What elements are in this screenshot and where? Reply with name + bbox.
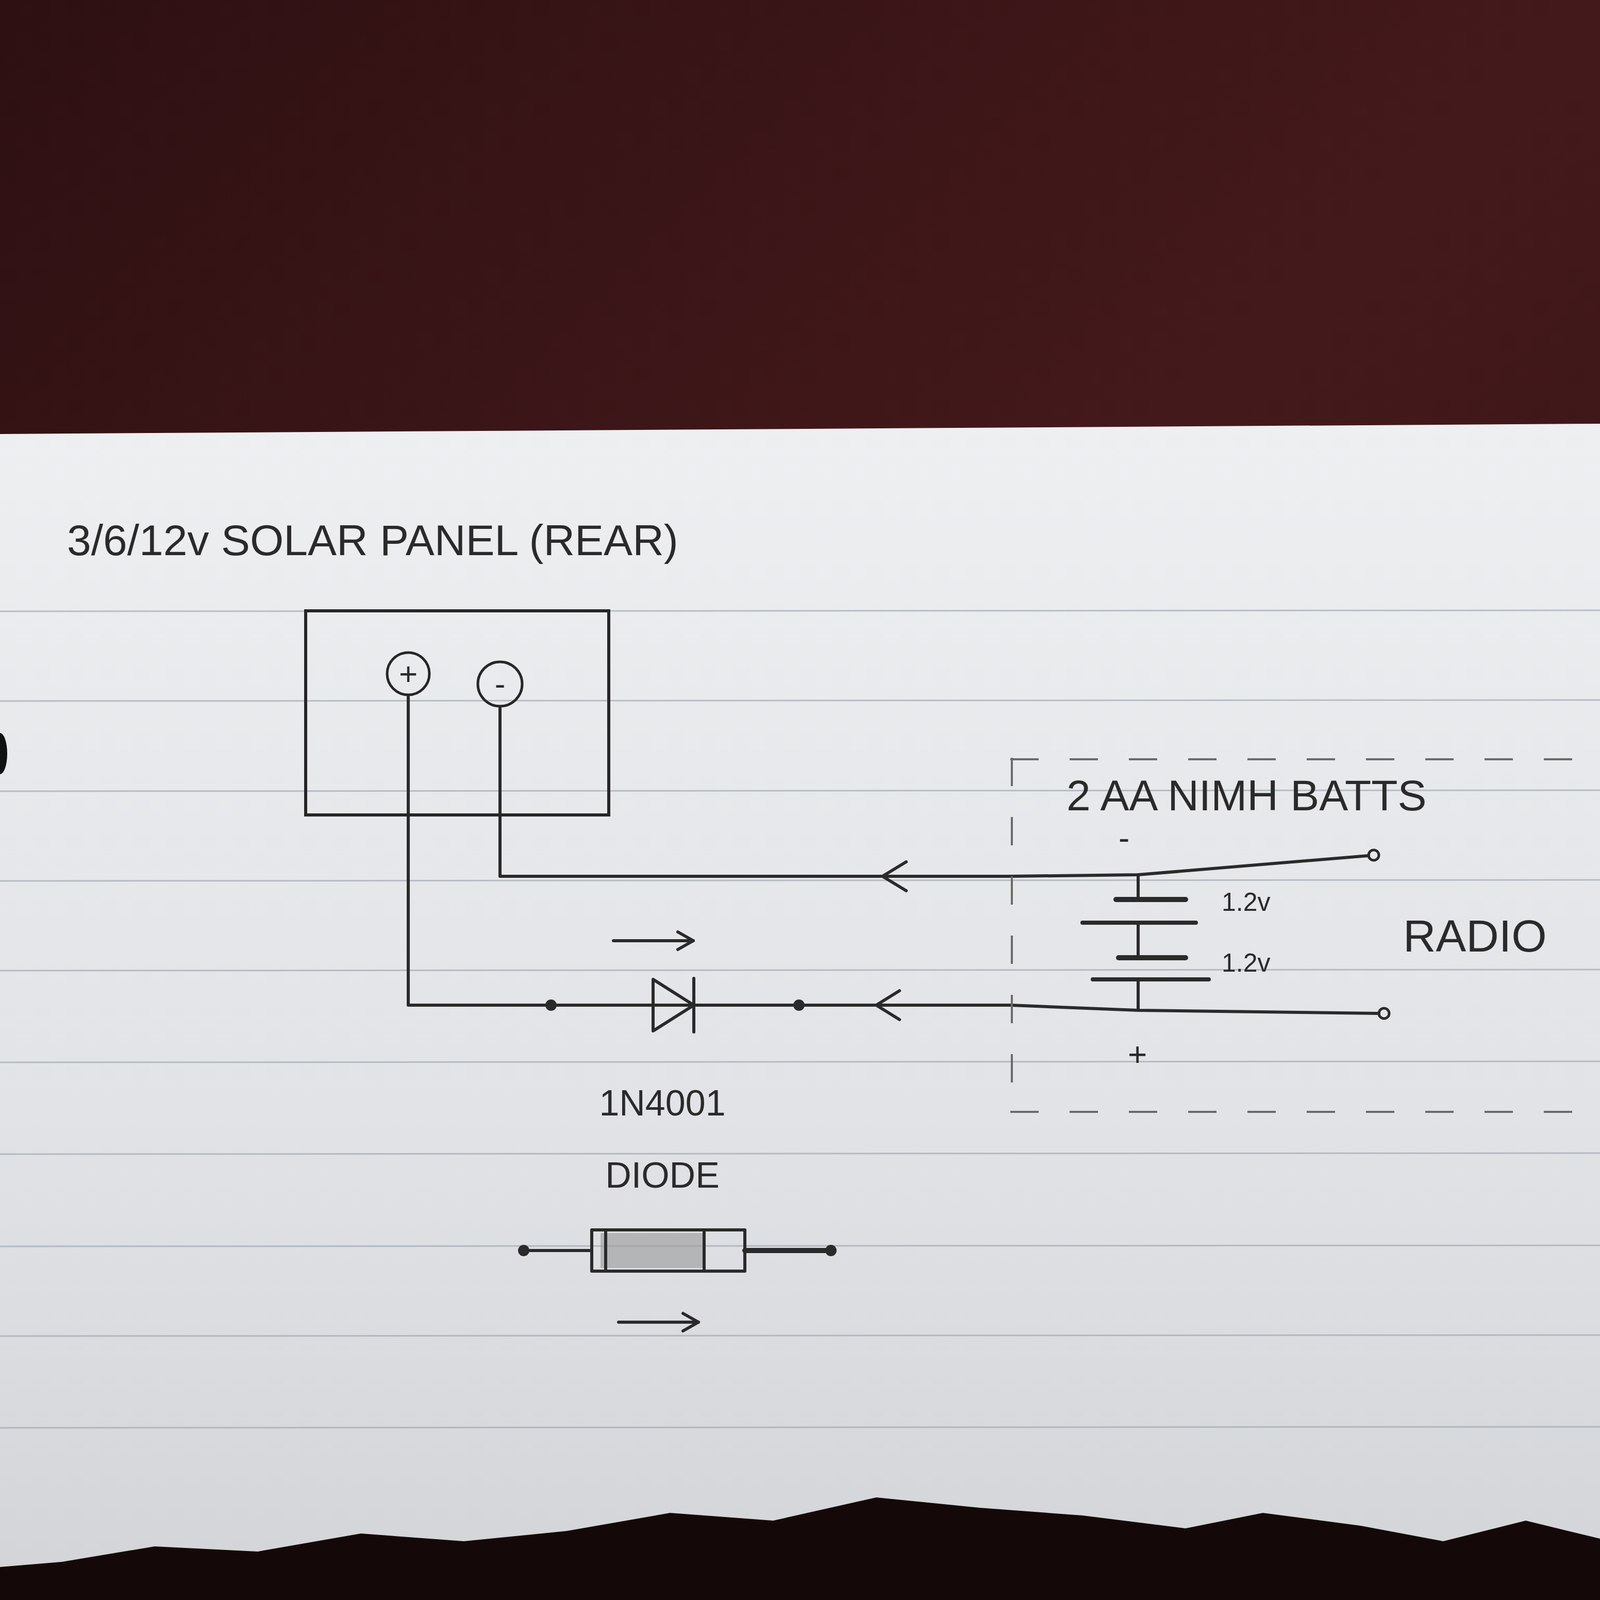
ruled-line: [0, 1245, 1600, 1247]
ruled-line: [0, 700, 1600, 702]
dashed-border: [1010, 757, 1013, 1114]
direction-arrow-head: [682, 1313, 699, 1331]
dashed-border: [1010, 1110, 1593, 1113]
battery-plate: [1115, 896, 1186, 903]
ruled-line: [0, 1153, 1600, 1155]
part-label: 1N4001 DIODE: [577, 1067, 748, 1212]
device-label: RADIO: [1403, 909, 1547, 962]
wire: [1010, 1005, 1379, 1014]
ruled-line: [0, 1335, 1600, 1337]
battery-lead: [1136, 922, 1140, 958]
lead-end-dot: [518, 1244, 530, 1257]
ruled-line: [0, 969, 1600, 971]
polarity-sign: -: [1118, 819, 1130, 858]
terminal-ring: [387, 652, 430, 695]
battery-lead: [1136, 979, 1140, 1011]
panel-heading: 3/6/12v SOLAR PANEL (REAR): [67, 515, 679, 566]
polarity-sign: +: [1127, 1036, 1147, 1075]
battery-plate: [1118, 955, 1186, 961]
ruled-line: [0, 1426, 1600, 1428]
wire-connector: [500, 708, 1011, 877]
diode-lead: [525, 1248, 592, 1253]
region-heading: 2 AA NIMH BATTS: [1066, 770, 1427, 821]
voltage-label: 1.2v: [1221, 948, 1271, 979]
terminal-circle: -: [475, 659, 525, 709]
dashed-border: [1010, 758, 1593, 761]
wire-connector: [408, 696, 1011, 1006]
paper-sheet: [0, 423, 1600, 1568]
ruled-line: [0, 879, 1600, 881]
direction-arrow: [613, 939, 694, 943]
lead-end-dot: [825, 1244, 837, 1257]
diode-body-shading: [600, 1232, 704, 1269]
solar-panel: +-3/6/12v SOLAR PANEL (REAR): [304, 609, 611, 817]
direction-arrow-head: [677, 931, 694, 950]
direction-arrow: [618, 1320, 699, 1324]
wire: [1010, 855, 1369, 877]
terminal-sign: -: [494, 668, 506, 700]
terminal-circle: +: [385, 650, 432, 697]
voltage-label: 1.2v: [1221, 887, 1271, 918]
diode-lead: [744, 1247, 828, 1254]
diode-band: [604, 1229, 608, 1272]
radio-terminal: [1378, 1008, 1390, 1019]
ruled-line: [0, 1061, 1600, 1063]
battery-lead: [1136, 874, 1140, 900]
battery-plate: [1092, 977, 1209, 982]
radio-terminal: [1368, 850, 1379, 861]
diode-body: [591, 1229, 745, 1272]
ink-spot: [0, 732, 8, 775]
diode-band: [702, 1229, 706, 1272]
terminal-ring: [477, 661, 523, 707]
terminal-sign: +: [398, 657, 418, 690]
ruled-line: [0, 610, 1600, 612]
